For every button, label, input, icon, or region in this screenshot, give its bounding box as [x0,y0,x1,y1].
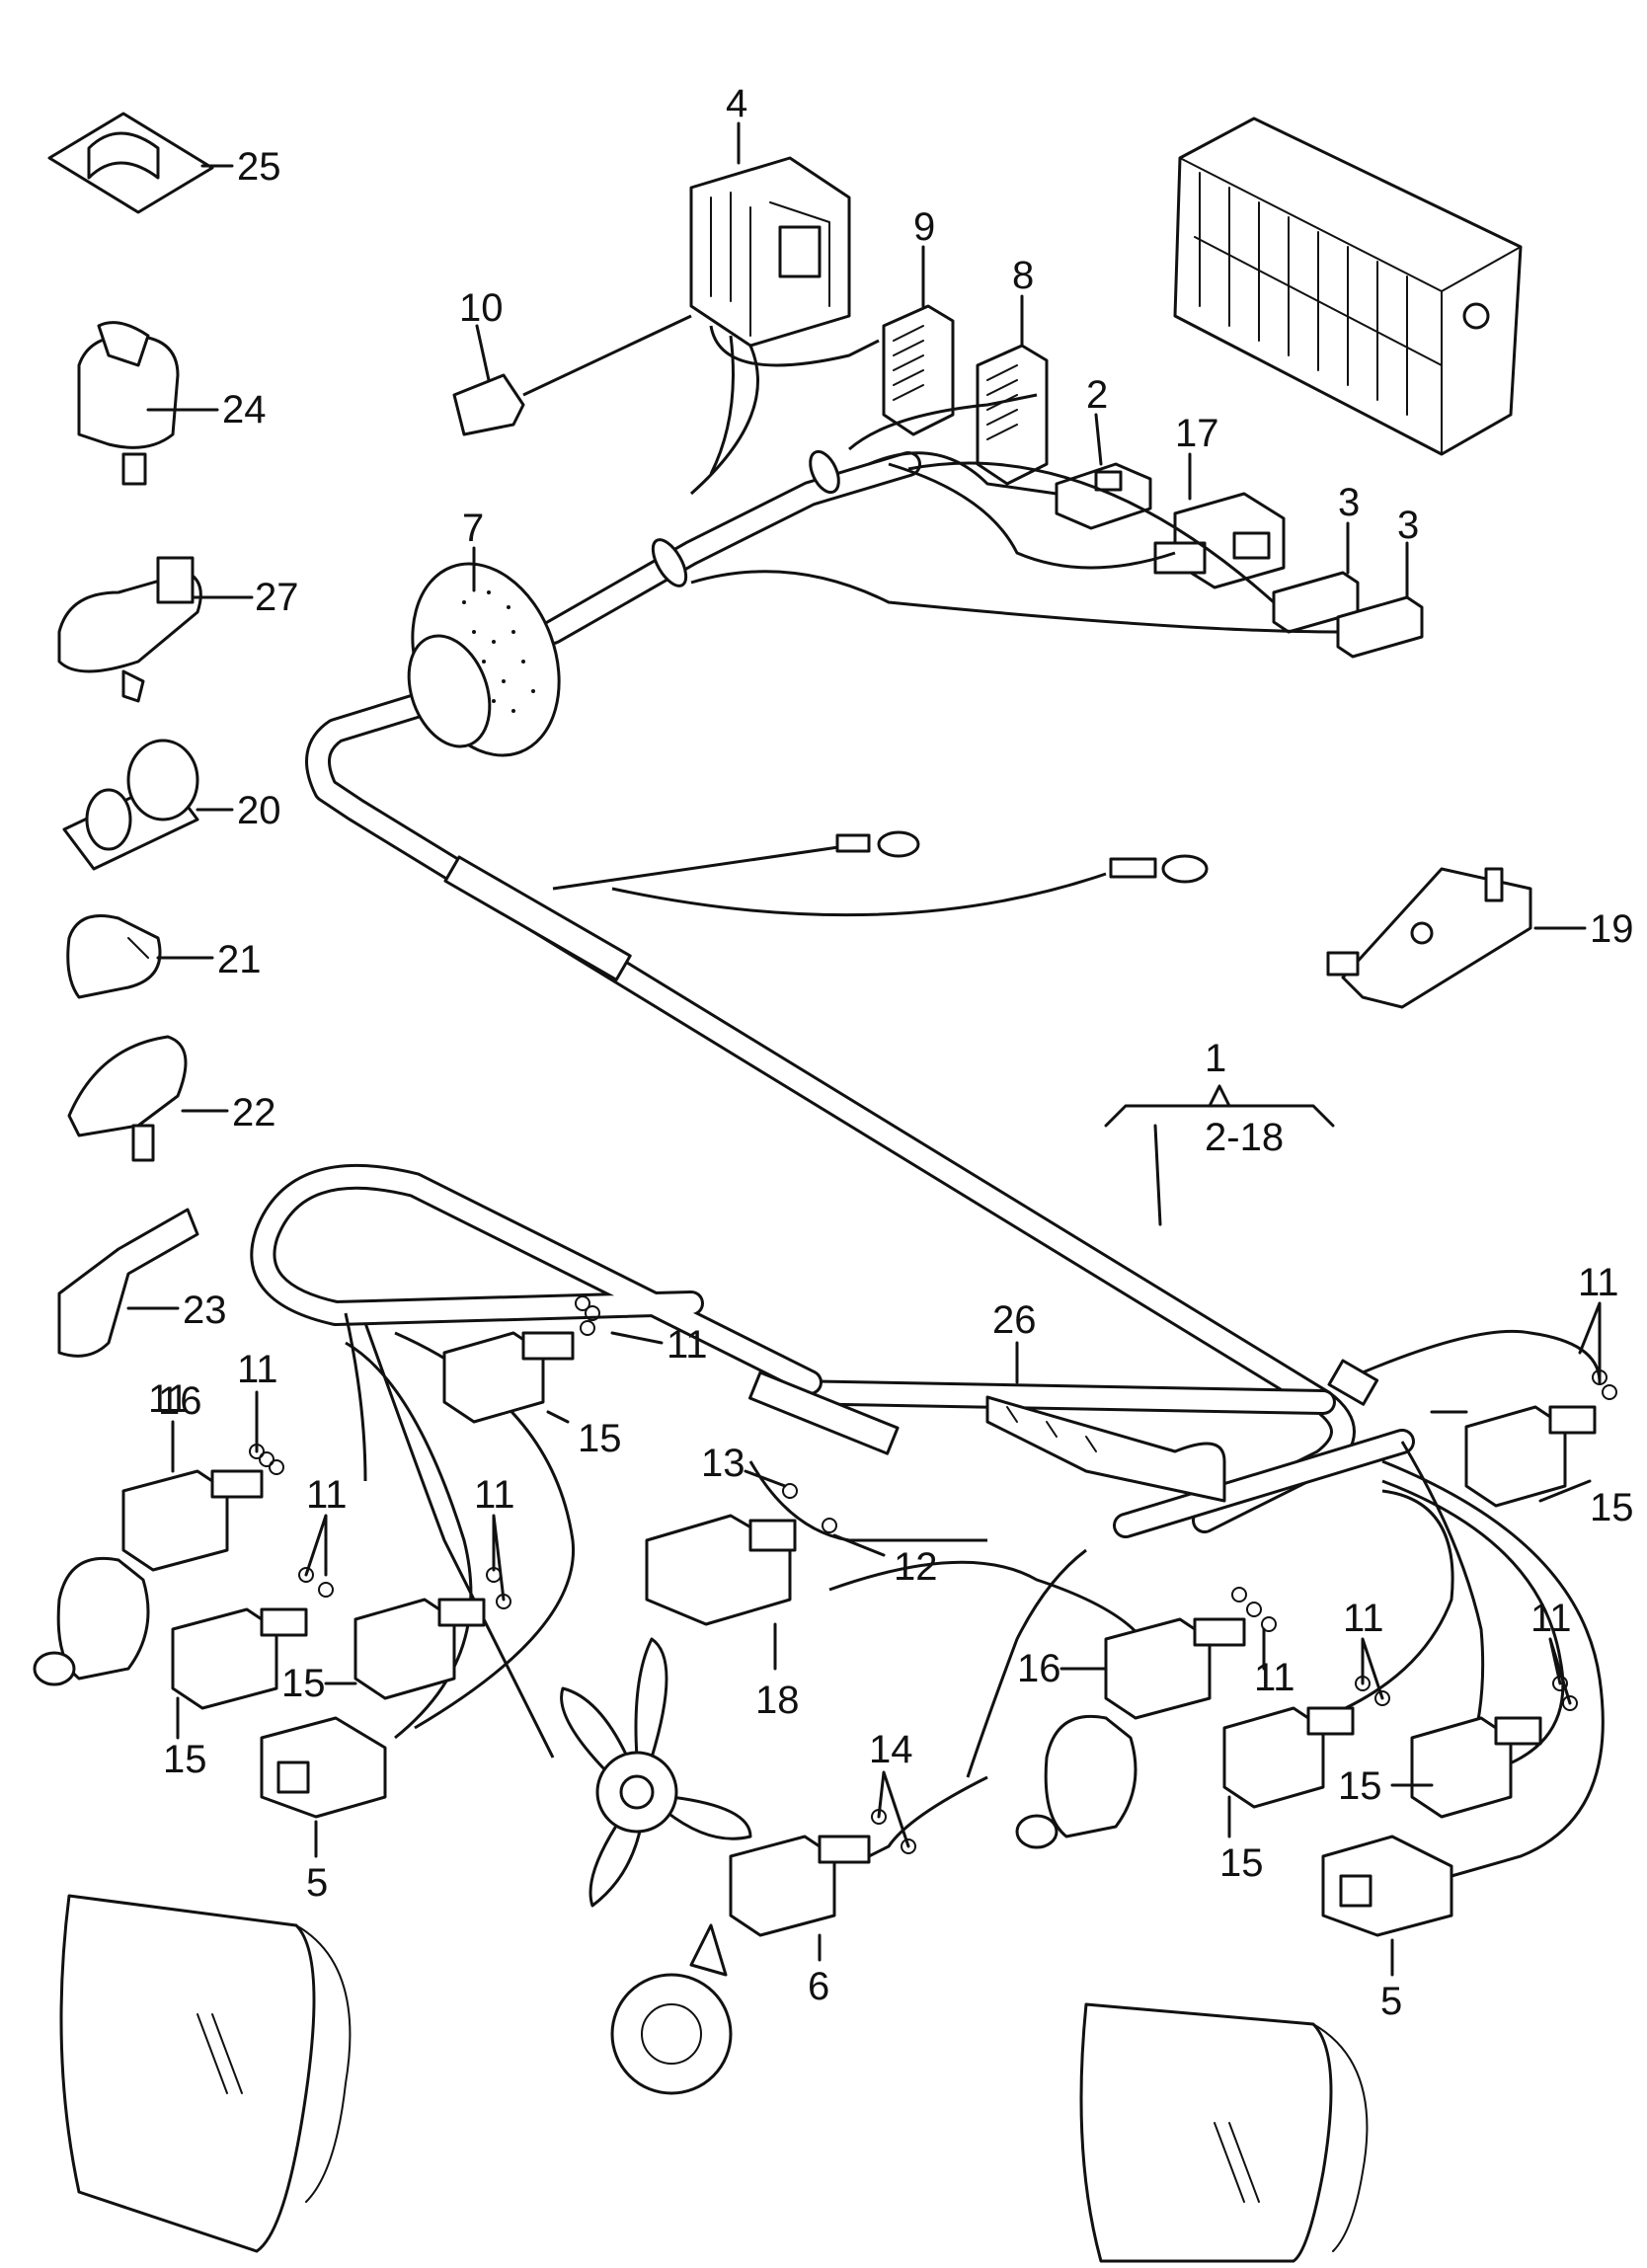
connector-18 [645,1514,797,1626]
callout-15a: 15 [578,1417,622,1460]
bracket-26 [985,1395,1226,1503]
callout-15d: 15 [1590,1486,1634,1529]
callout-3b: 3 [1397,504,1419,547]
connector-5-left [260,1716,387,1819]
callout-9: 9 [913,205,935,249]
connector-16-a [121,1469,264,1572]
callout-21: 21 [217,938,262,981]
connector-5-right [1321,1835,1453,1937]
callout-10: 10 [459,286,504,330]
connector-15-d [1222,1706,1355,1809]
connector-15-e [1410,1716,1542,1819]
callout-2: 2 [1086,373,1108,417]
clip-25 [47,112,214,214]
lower-harness-loop [250,1163,1605,1878]
connector-2 [1055,462,1152,530]
clip-27 [57,556,202,703]
callout-11a: 11 [1578,1261,1619,1304]
group-bracket [1104,1084,1335,1226]
callout-11g: 11 [1343,1597,1384,1640]
callout-13: 13 [701,1442,745,1485]
callout-labels: 25 24 27 20 21 22 23 4 10 9 8 2 17 3 3 7… [148,82,1634,2023]
callout-4: 4 [726,82,747,125]
callout-22: 22 [232,1091,276,1134]
top-branch-wires [690,393,1339,634]
clip-24 [77,321,180,486]
callout-24: 24 [222,388,267,431]
callout-25: 25 [237,145,281,189]
callout-5a: 5 [306,1861,328,1905]
headlamp-left [59,1894,352,2253]
callout-12: 12 [894,1545,938,1589]
connector-4-wire [690,325,880,496]
clip-21 [66,914,162,999]
callout-15b: 15 [281,1662,326,1705]
callout-15f: 15 [1219,1841,1264,1885]
callout-26: 26 [992,1298,1037,1342]
clip-22 [67,1035,188,1162]
connector-16-b [1104,1617,1246,1720]
callout-11b: 11 [667,1323,708,1367]
callout-17: 17 [1175,412,1219,455]
callout-23: 23 [183,1289,227,1332]
callout-5b: 5 [1380,1980,1402,2023]
headlamp-right [1079,2002,1369,2263]
connector-15-b [171,1607,308,1710]
fan [560,1637,752,1908]
bracket-19 [1326,867,1532,1009]
connector-9 [882,304,955,436]
connector-10 [452,314,692,436]
callout-11d: 11 [306,1473,348,1517]
clip-23 [57,1208,199,1358]
group-label-main: 1 [1205,1037,1226,1080]
group-label-range: 2-18 [1205,1116,1284,1159]
callout-16b: 16 [1017,1647,1061,1690]
connector-17 [1153,492,1286,589]
cable-sleeves [443,449,1379,1455]
callout-15c: 15 [163,1738,207,1781]
callout-3a: 3 [1338,481,1360,524]
main-harness-cable [305,451,1415,1538]
clip-20 [62,739,199,871]
ground-terminals [552,830,1209,917]
leader-lines [126,121,1602,1977]
connector-4 [689,156,851,348]
callout-11i: 11 [148,1377,190,1421]
callout-27: 27 [255,576,299,619]
horn [610,1923,733,2095]
connector-15-f [1464,1405,1597,1508]
callout-14: 14 [869,1728,913,1771]
callout-11c: 11 [237,1348,278,1391]
callout-11e: 11 [474,1473,515,1517]
grommet-7 [407,562,561,757]
callout-20: 20 [237,789,281,832]
connector-6 [729,1835,871,1937]
callout-16a: 16 [158,1379,202,1423]
sensor-left [33,1556,150,1686]
sensor-right [1015,1714,1137,1849]
callout-15e: 15 [1338,1764,1382,1808]
callout-11f: 11 [1254,1656,1295,1699]
callout-6: 6 [808,1965,829,2008]
callout-7: 7 [462,507,484,550]
callout-19: 19 [1590,907,1634,951]
callout-8: 8 [1012,254,1034,297]
callout-11h: 11 [1530,1597,1572,1640]
fuse-relay-panel [1173,117,1523,456]
connector-15-a [442,1331,575,1424]
connector-15-c [353,1598,486,1700]
callout-18: 18 [755,1679,800,1722]
